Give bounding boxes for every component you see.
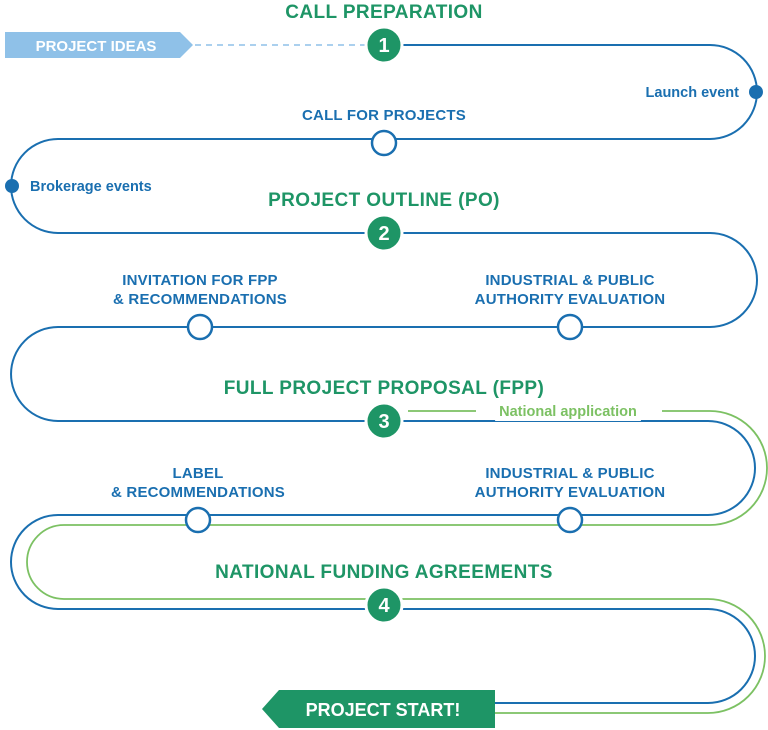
step-3-title: FULL PROJECT PROPOSAL (FPP) — [224, 378, 544, 399]
brokerage-events-dot — [5, 179, 19, 193]
svg-text:1: 1 — [378, 35, 389, 57]
call-for-projects-marker — [370, 129, 398, 157]
svg-text:2: 2 — [378, 223, 389, 245]
label-recommendations-line2: & RECOMMENDATIONS — [111, 484, 285, 501]
invitation-fpp-label-line1: INVITATION FOR FPP — [122, 272, 278, 289]
step-4-marker: 4 — [364, 585, 404, 625]
evaluation-1-marker — [556, 313, 584, 341]
label-recommendations-line1: LABEL — [173, 465, 224, 482]
national-application-label-backing — [495, 403, 641, 421]
svg-text:PROJECT START!: PROJECT START! — [306, 700, 461, 720]
main-path-blue — [10, 44, 758, 704]
national-application-label: National application — [499, 404, 637, 420]
invitation-fpp-label-line2: & RECOMMENDATIONS — [113, 291, 287, 308]
step-1-title: CALL PREPARATION — [285, 2, 482, 23]
launch-event-dot — [749, 85, 763, 99]
evaluation-1-label-line2: AUTHORITY EVALUATION — [475, 291, 666, 308]
label-marker — [184, 506, 212, 534]
step-2-title: PROJECT OUTLINE (PO) — [268, 190, 500, 211]
svg-text:PROJECT IDEAS: PROJECT IDEAS — [36, 38, 157, 55]
launch-event-label: Launch event — [646, 85, 740, 101]
evaluation-2-label-line1: INDUSTRIAL & PUBLIC — [485, 465, 654, 482]
evaluation-2-marker — [556, 506, 584, 534]
step-1-marker: 1 — [364, 25, 404, 65]
brokerage-events-label: Brokerage events — [30, 179, 152, 195]
evaluation-2-label-line2: AUTHORITY EVALUATION — [475, 484, 666, 501]
project-start-tag: PROJECT START! — [262, 690, 495, 728]
svg-text:4: 4 — [378, 595, 390, 617]
svg-text:3: 3 — [378, 411, 389, 433]
project-ideas-tag: PROJECT IDEAS — [5, 32, 193, 58]
evaluation-1-label-line1: INDUSTRIAL & PUBLIC — [485, 272, 654, 289]
step-4-title: NATIONAL FUNDING AGREEMENTS — [215, 562, 553, 583]
step-3-marker: 3 — [364, 401, 404, 441]
invitation-fpp-marker — [186, 313, 214, 341]
call-for-projects-label: CALL FOR PROJECTS — [302, 107, 466, 124]
national-application-path — [26, 410, 768, 714]
step-2-marker: 2 — [364, 213, 404, 253]
